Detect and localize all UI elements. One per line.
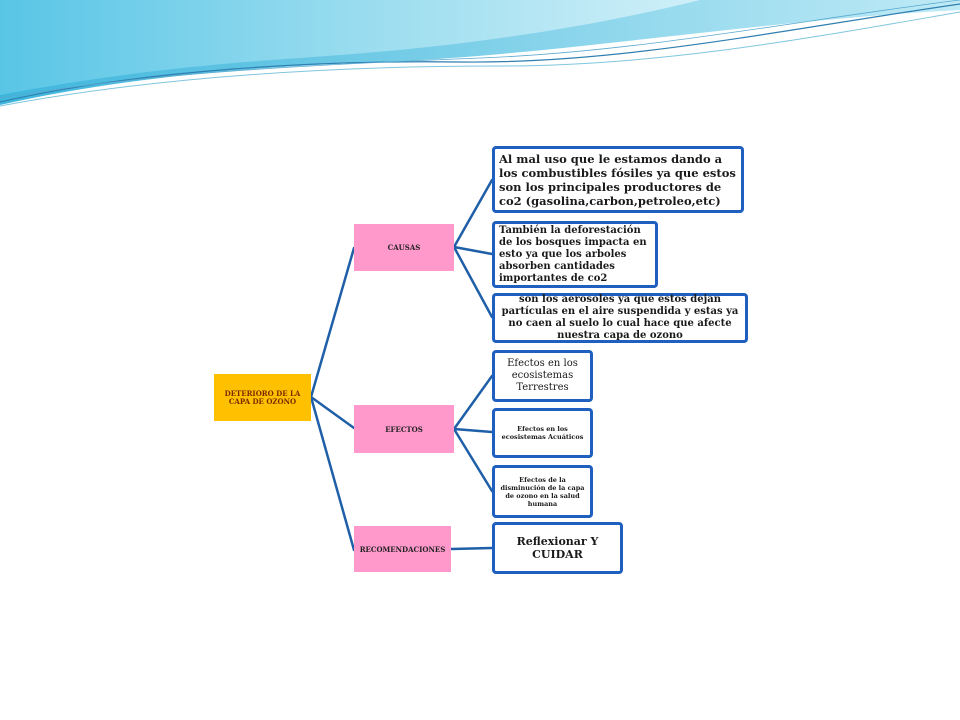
efecto-node-3: Efectos de la disminución de la capa de … [492,465,593,518]
recomendacion-node-1-text: Reflexionar Y CUIDAR [516,535,599,561]
causa-node-3-text: son los aerosoles ya que estos dejan par… [501,294,739,341]
category-causas: CAUSAS [354,224,454,271]
causa-node-2-text: También la deforestación de los bosques … [499,225,647,284]
recomendacion-node-1: Reflexionar Y CUIDAR [492,522,623,574]
category-recomendaciones-label: RECOMENDACIONES [359,544,446,554]
causa-node-1-text: Al mal uso que le estamos dando a los co… [499,151,736,208]
root-node-label: DETERIORO DE LA CAPA DE OZONO [224,388,301,406]
causa-node-1: Al mal uso que le estamos dando a los co… [492,146,744,213]
efecto-node-3-text: Efectos de la disminución de la capa de … [500,475,585,508]
efecto-node-1-text: Efectos en los ecosistemas Terrestres [507,358,578,393]
efecto-node-2-text: Efectos en los ecosistemas Acuáticos [501,425,584,441]
root-node: DETERIORO DE LA CAPA DE OZONO [214,374,311,421]
category-efectos: EFECTOS [354,405,454,453]
category-recomendaciones: RECOMENDACIONES [354,526,451,572]
efecto-node-1: Efectos en los ecosistemas Terrestres [492,350,593,402]
category-efectos-label: EFECTOS [385,424,423,434]
causa-node-2: También la deforestación de los bosques … [492,221,658,288]
category-causas-label: CAUSAS [387,243,421,252]
causa-node-3: son los aerosoles ya que estos dejan par… [492,293,748,343]
efecto-node-2: Efectos en los ecosistemas Acuáticos [492,408,593,458]
header-wave-decoration [0,0,960,107]
